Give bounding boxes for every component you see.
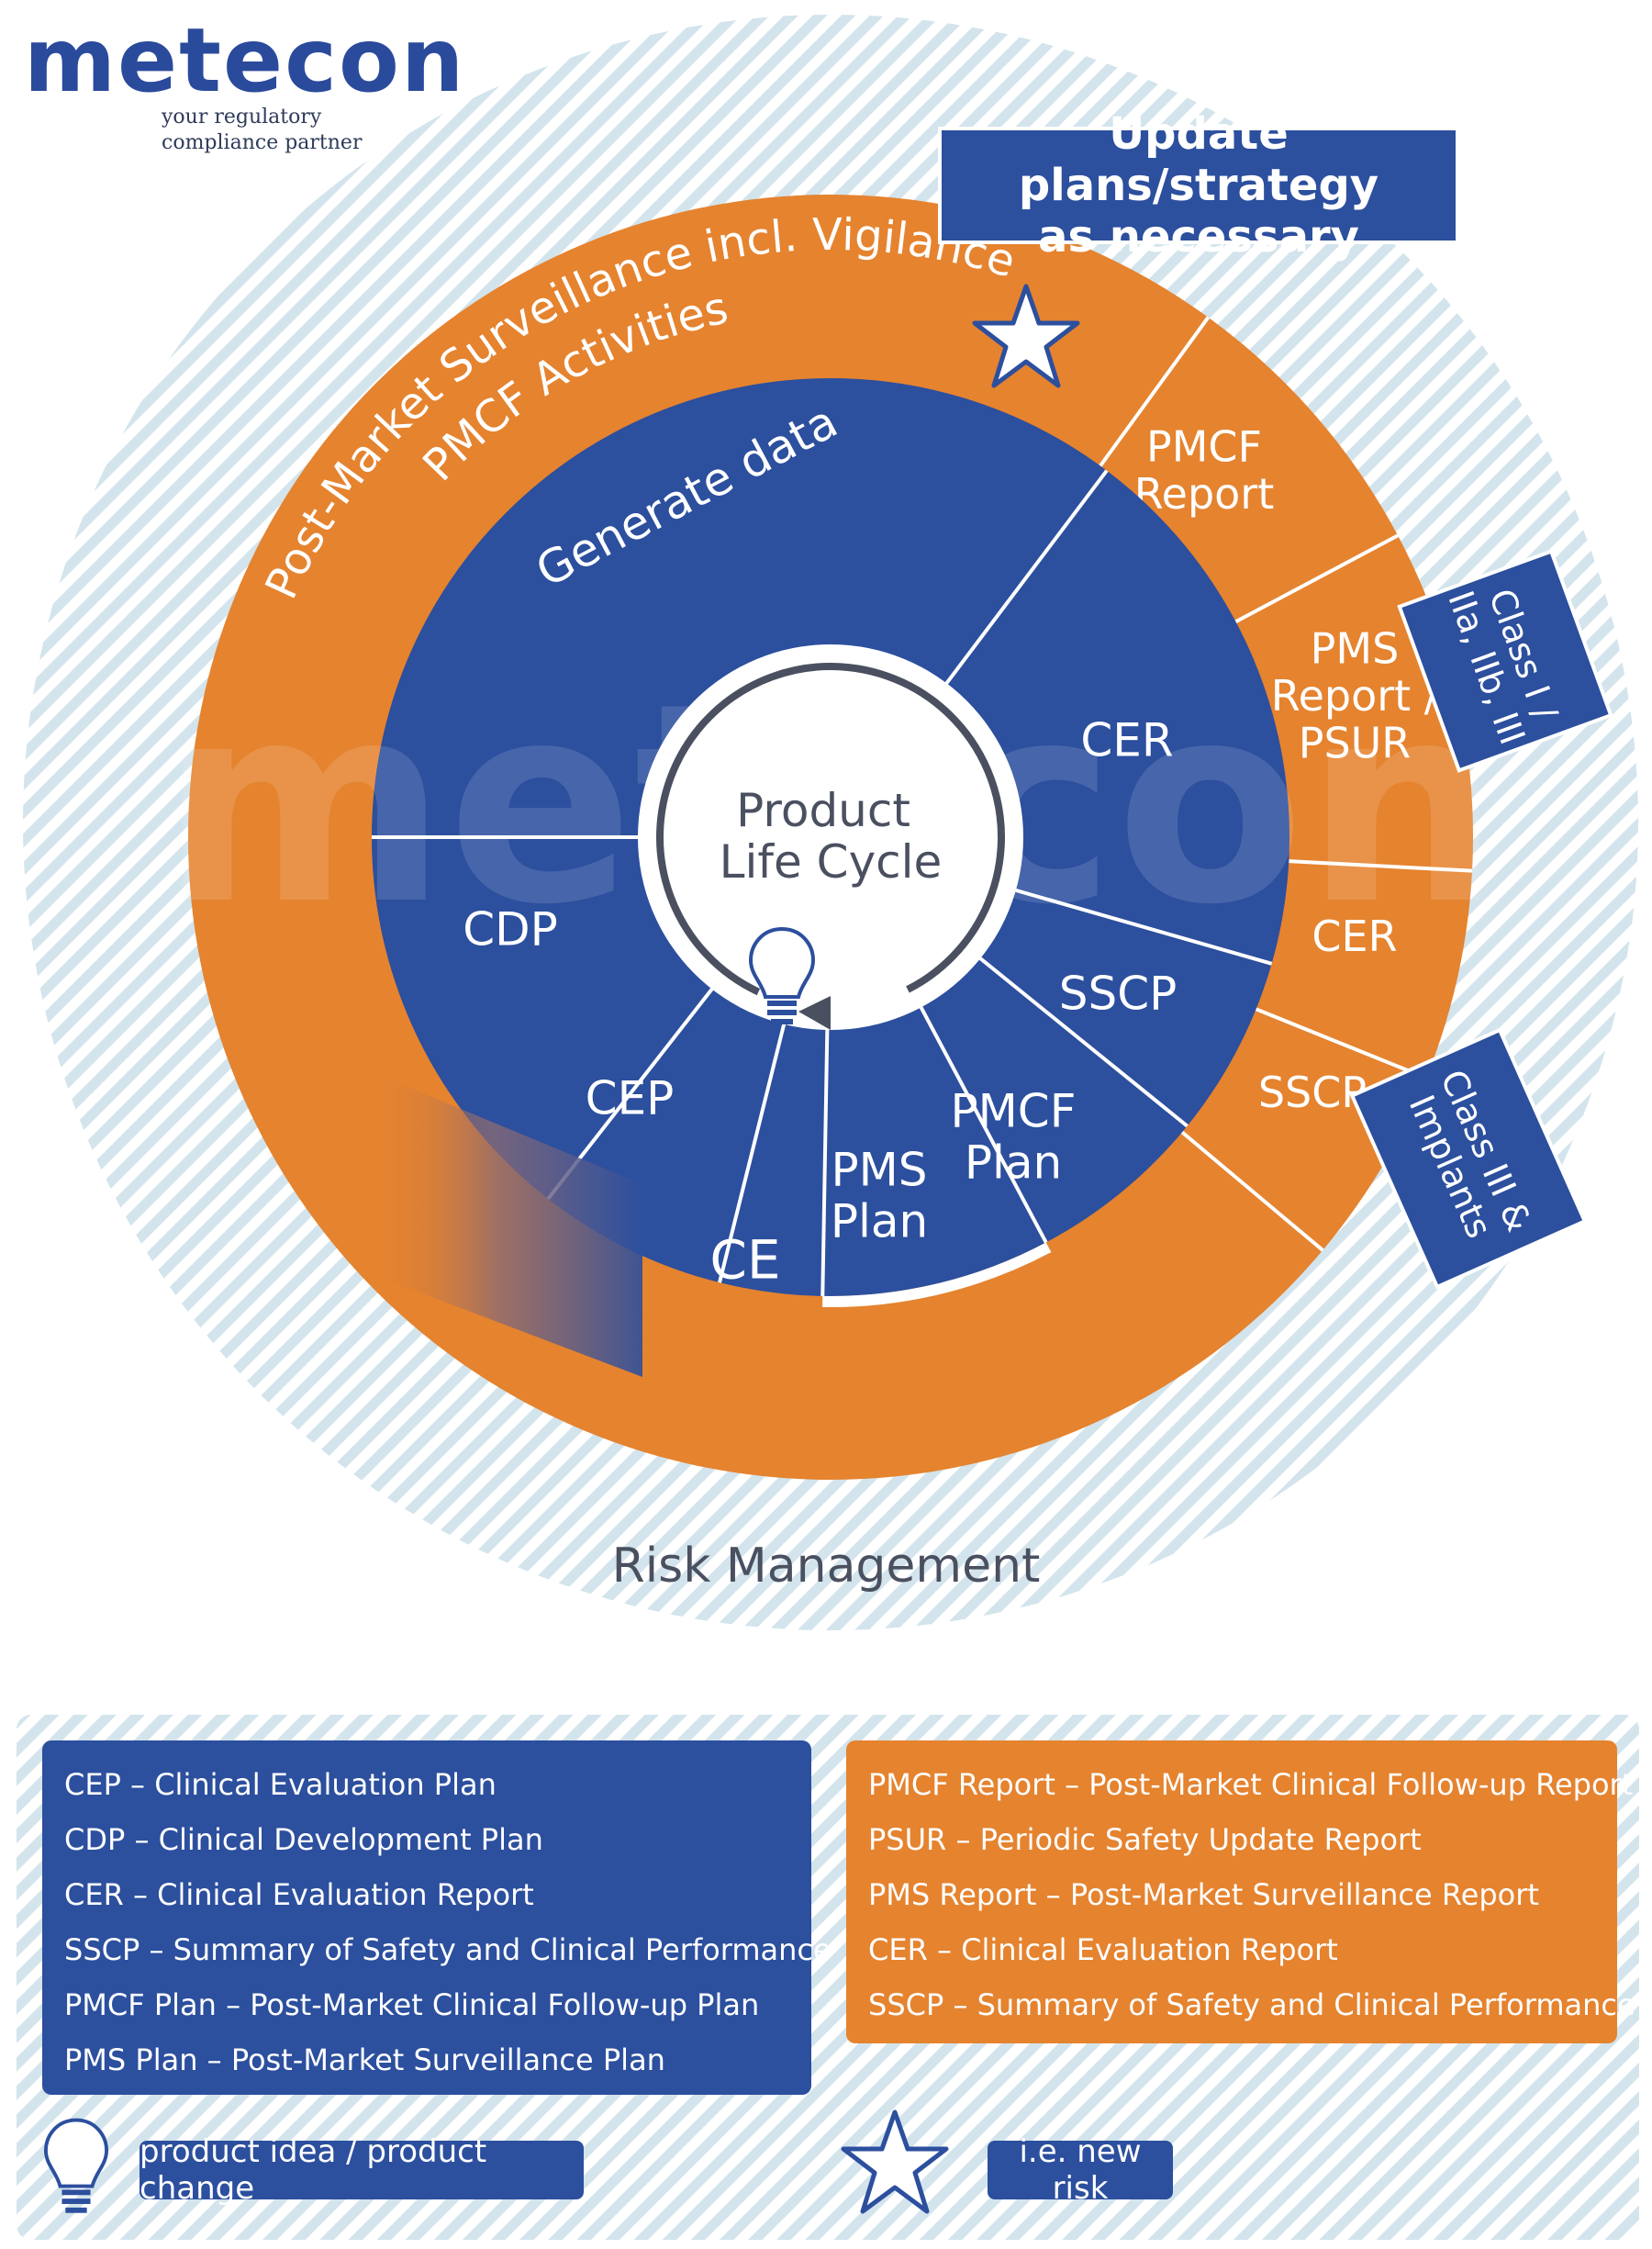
inner-segment-label: SSCP [1059, 968, 1178, 1021]
inner-segment-label-line: Plan [831, 1195, 928, 1248]
outer-segment-label-line: CER [1312, 912, 1397, 961]
center-line-2: Life Cycle [720, 835, 943, 889]
legend-idea-chip: product idea / product change [140, 2133, 584, 2207]
logo-tagline-2: compliance partner [162, 131, 363, 154]
center-line-1: Product [736, 784, 910, 837]
logo: metecon your regulatory compliance partn… [24, 17, 465, 156]
ce-mark-icon-line: CE [709, 1228, 780, 1291]
inner-divider [820, 1020, 830, 1296]
inner-segment-label: CEP [586, 1072, 675, 1125]
class-tag-box [1397, 549, 1613, 773]
inner-segment-label-line: PMS [831, 1144, 927, 1197]
outer-segment-label-line: Report [1134, 469, 1275, 519]
class-tag: Class III &Implants [1349, 1027, 1588, 1290]
class-tag: Class I /IIa, IIb, III [1397, 549, 1613, 773]
outer-segment-label-line: PMCF [1146, 421, 1262, 471]
outer-segment-label-line: Report / [1271, 671, 1439, 721]
logo-tagline-1: your regulatory [162, 106, 322, 129]
legend-orange-item: PMCF Report – Post-Market Clinical Follo… [868, 1767, 1634, 1802]
outer-divider [1255, 1007, 1427, 1080]
lightbulb-icon [748, 926, 816, 1024]
legend-lightbulb-icon [44, 2118, 108, 2213]
inner-segment-label-line: CER [1080, 714, 1173, 767]
inner-segment-label: CDP [463, 903, 558, 957]
center-ring [656, 663, 1005, 1012]
legend-risk-chip: i.e. new risk [988, 2133, 1173, 2207]
center-label: Product Life Cycle [720, 784, 943, 889]
legend-star-icon [841, 2109, 949, 2214]
outer-divider [1289, 859, 1473, 873]
arrow-icon [798, 996, 831, 1030]
legend-blue-item: CDP – Clinical Development Plan [64, 1822, 543, 1857]
ce-mark-icon: CE [709, 1228, 780, 1291]
legend-blue-item: SSCP – Summary of Safety and Clinical Pe… [64, 1932, 832, 1967]
inner-segment-label-line: SSCP [1059, 968, 1178, 1021]
outer-segment-label-line: PSUR [1299, 719, 1412, 768]
inner-divider [972, 951, 1189, 1128]
legend-orange-item: CER – Clinical Evaluation Report [868, 1932, 1338, 1967]
legend-orange-item: SSCP – Summary of Safety and Clinical Pe… [868, 1987, 1635, 2022]
outer-segment-label: SSCP [1258, 1068, 1367, 1117]
pms-plan-outline [822, 1242, 1052, 1307]
legend-blue-item: CER – Clinical Evaluation Report [64, 1877, 534, 1912]
outer-segment-label-line: PMS [1311, 624, 1400, 674]
inner-segment-label-line: PMCF [951, 1085, 1077, 1138]
inner-divider [939, 469, 1109, 692]
risk-management-label: Risk Management [611, 1538, 1041, 1594]
legend-blue-item: PMCF Plan – Post-Market Clinical Follow-… [64, 1987, 760, 2022]
inner-segment-label-line: Plan [965, 1136, 1062, 1190]
legend-orange-item: PSUR – Periodic Safety Update Report [868, 1822, 1422, 1857]
outer-segment-label: CER [1312, 912, 1397, 961]
legend-blue: CEP – Clinical Evaluation Plan CDP – Cli… [42, 1740, 832, 2095]
inner-segment-label-line: CDP [463, 903, 558, 957]
class-tags: Class I /IIa, IIb, III Class III &Implant… [1349, 549, 1613, 1290]
outer-divider [1180, 1130, 1324, 1252]
outer-divider [1234, 533, 1400, 624]
inner-divider [1006, 886, 1273, 966]
update-plans-box: Update plans/strategy as necessary [938, 108, 1459, 263]
star-icon [972, 284, 1080, 388]
class-tag-box [1349, 1027, 1588, 1290]
outer-segment-label-line: SSCP [1258, 1068, 1367, 1117]
outer-divider [1099, 316, 1211, 467]
legend-orange: PMCF Report – Post-Market Clinical Follo… [846, 1740, 1635, 2043]
inner-divider [915, 998, 1048, 1244]
legend-blue-item: CEP – Clinical Evaluation Plan [64, 1767, 497, 1802]
inner-divider [718, 1014, 788, 1283]
inner-segment-label-line: CEP [586, 1072, 675, 1125]
center-circle [638, 644, 1023, 1030]
legend-blue-item: PMS Plan – Post-Market Surveillance Plan [64, 2042, 665, 2077]
inner-segment-label: CER [1080, 714, 1173, 767]
legend-orange-item: PMS Report – Post-Market Surveillance Re… [868, 1877, 1539, 1912]
logo-word: metecon [24, 9, 466, 112]
fade-overlay [376, 1074, 642, 1377]
